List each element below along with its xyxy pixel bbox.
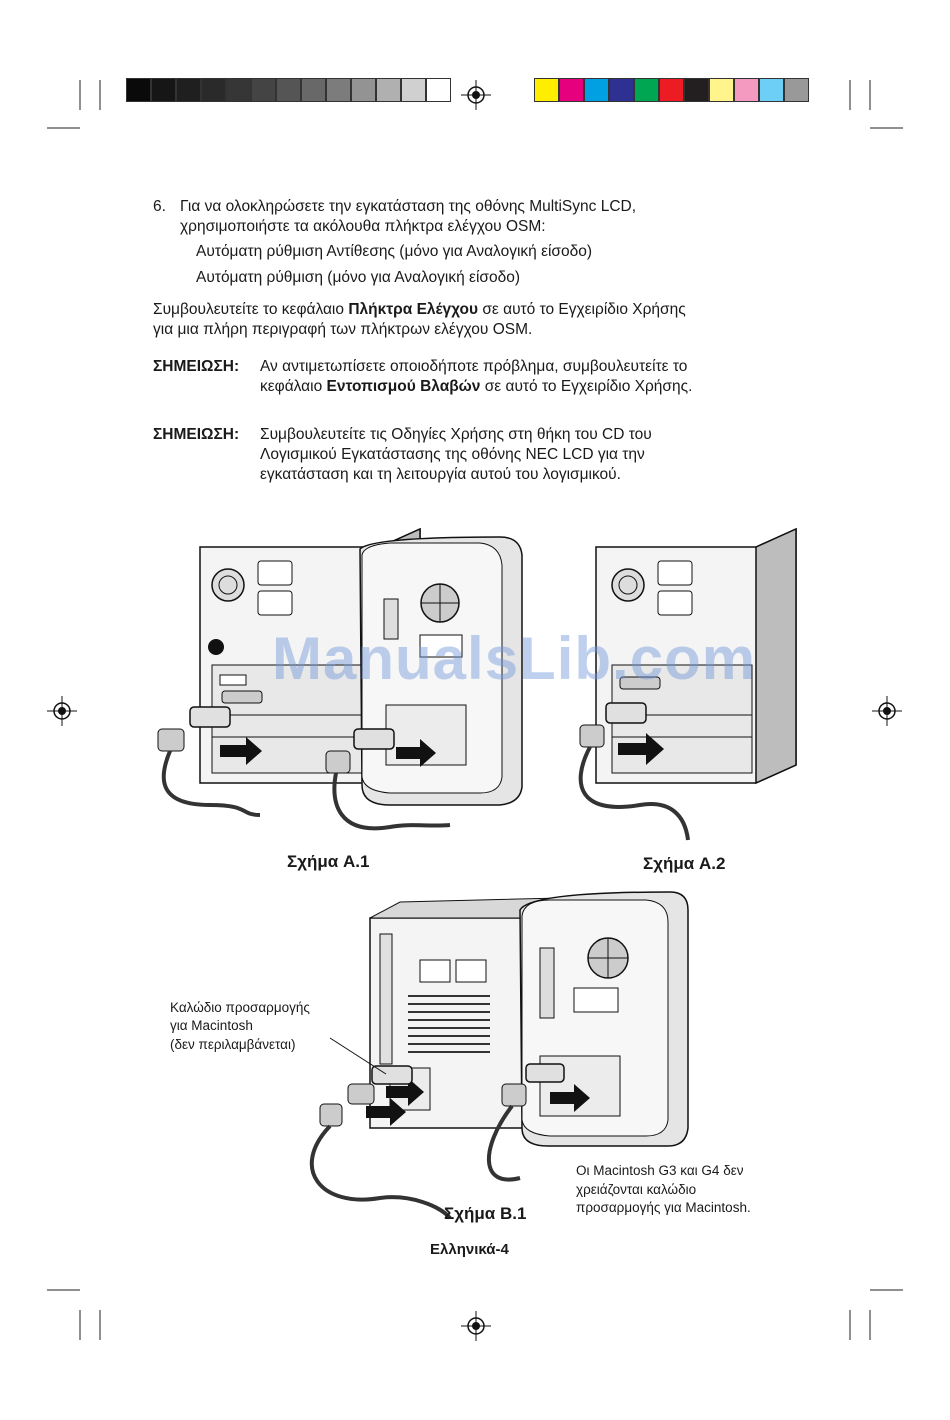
step-line-1: Για να ολοκληρώσετε την εγκατάσταση της … — [180, 198, 637, 215]
adapter-label-line-1: Καλώδιο προσαρμογής — [170, 1000, 310, 1015]
gray-swatch — [276, 78, 301, 102]
gray-swatch — [376, 78, 401, 102]
note-1-line-2: κεφάλαιο Εντοπισμού Βλαβών σε αυτό το Εγ… — [260, 378, 693, 395]
gray-swatch — [151, 78, 176, 102]
gray-swatch — [301, 78, 326, 102]
gray-swatch — [401, 78, 426, 102]
step-line-2: χρησιμοποιήστε τα ακόλουθα πλήκτρα ελέγχ… — [180, 218, 546, 235]
note-2-label: ΣΗΜΕΙΩΣΗ: — [153, 426, 240, 443]
mac-note-line-3: προσαρμογής για Macintosh. — [576, 1200, 751, 1215]
step-number: 6. — [153, 198, 166, 215]
color-swatch — [534, 78, 559, 102]
color-swatch — [734, 78, 759, 102]
note-2-line-3: εγκατάσταση και τη λειτουργία αυτού του … — [260, 466, 621, 483]
registration-target-icon — [872, 696, 902, 726]
consult-line-1: Συμβουλευτείτε το κεφάλαιο Πλήκτρα Ελέγχ… — [153, 301, 686, 318]
gray-swatch — [201, 78, 226, 102]
mac-note-line-2: χρειάζονται καλώδιο — [576, 1182, 697, 1197]
figure-a2-caption: Σχήμα A.2 — [643, 854, 726, 873]
gray-swatch — [426, 78, 451, 102]
note-2-line-1: Συμβουλευτείτε τις Οδηγίες Χρήσης στη θή… — [260, 426, 652, 443]
color-swatch — [584, 78, 609, 102]
mac-note-line-1: Οι Macintosh G3 και G4 δεν — [576, 1163, 744, 1178]
gray-swatch — [176, 78, 201, 102]
gray-swatch — [351, 78, 376, 102]
figure-b1-illustration — [309, 891, 689, 1220]
color-swatch — [684, 78, 709, 102]
figure-b1-caption: Σχήμα B.1 — [444, 1204, 527, 1223]
gray-swatch-bar — [126, 78, 451, 102]
registration-target-icon — [461, 1311, 491, 1341]
watermark: ManualsLib.com — [272, 625, 757, 692]
consult-line-2: για μια πλήρη περιγραφή των πλήκτρων ελέ… — [153, 321, 533, 338]
color-swatch — [709, 78, 734, 102]
note-2-line-2: Λογισμικού Εγκατάστασης της οθόνης NEC L… — [260, 446, 645, 463]
color-swatch — [784, 78, 809, 102]
color-swatch — [559, 78, 584, 102]
note-1-line-1: Αν αντιμετωπίσετε οποιοδήποτε πρόβλημα, … — [260, 358, 688, 375]
adapter-label-line-2: για Macintosh — [170, 1018, 253, 1033]
gray-swatch — [251, 78, 276, 102]
registration-target-icon — [47, 696, 77, 726]
gray-swatch — [226, 78, 251, 102]
registration-target-icon — [461, 80, 491, 110]
color-swatch — [759, 78, 784, 102]
color-swatch-bar — [534, 78, 809, 102]
page-footer: Ελληνικά-4 — [430, 1241, 509, 1258]
figure-a1-caption: Σχήμα A.1 — [287, 852, 370, 871]
color-swatch — [609, 78, 634, 102]
figure-a2-illustration — [578, 527, 797, 841]
color-swatch — [659, 78, 684, 102]
figure-a1-illustration — [157, 527, 523, 831]
note-1-label: ΣΗΜΕΙΩΣΗ: — [153, 358, 240, 375]
adapter-label-line-3: (δεν περιλαμβάνεται) — [170, 1037, 296, 1052]
gray-swatch — [126, 78, 151, 102]
color-swatch — [634, 78, 659, 102]
osm-item-auto-contrast: Αυτόματη ρύθμιση Αντίθεσης (μόνο για Ανα… — [196, 243, 593, 260]
gray-swatch — [326, 78, 351, 102]
osm-item-auto-adjust: Αυτόματη ρύθμιση (μόνο για Αναλογική είσ… — [196, 269, 521, 286]
